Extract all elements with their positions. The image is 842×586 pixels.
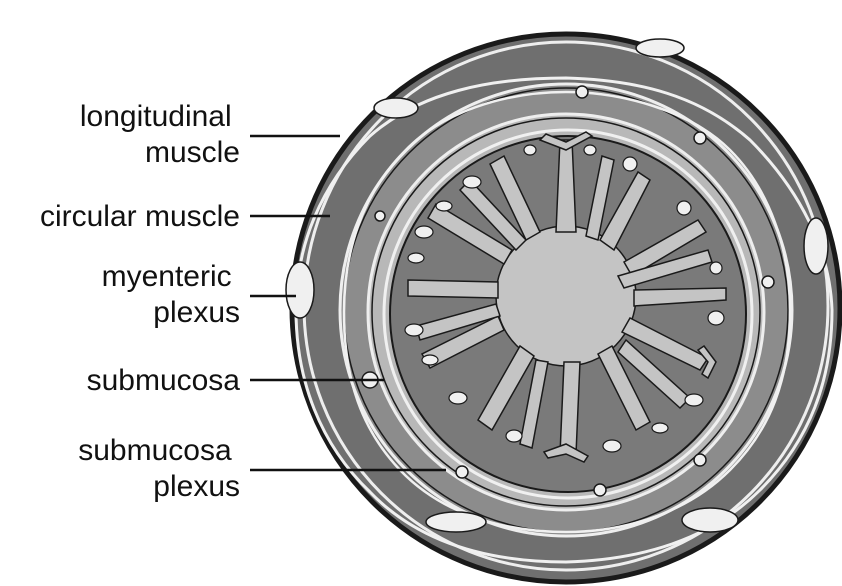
- crypt-13: [710, 262, 722, 274]
- crypt-8: [506, 430, 522, 442]
- villus-7: [560, 362, 580, 454]
- label-myenteric-plexus: myenteric plexus: [102, 260, 240, 329]
- label-submucosa-plexus: submucosa plexus: [78, 434, 240, 503]
- crypt-17: [524, 145, 536, 155]
- crypt-9: [603, 440, 621, 452]
- crypt-16: [584, 145, 596, 155]
- ganglion-14: [375, 211, 385, 221]
- ganglion-4: [804, 218, 828, 274]
- label-submucosa: submucosa: [87, 364, 241, 397]
- crypt-6: [422, 355, 438, 365]
- crypt-10: [652, 423, 668, 433]
- crypt-1: [463, 176, 481, 188]
- crypt-5: [405, 324, 423, 336]
- label-circular-muscle: circular muscle: [40, 200, 240, 233]
- crypt-4: [408, 253, 424, 263]
- ganglion-5: [426, 512, 486, 532]
- ganglion-11: [762, 276, 774, 288]
- label-circular-muscle-line1: circular muscle: [40, 200, 240, 233]
- ganglion-12: [694, 454, 706, 466]
- ganglion-1: [286, 262, 314, 318]
- crypt-2: [436, 201, 452, 211]
- label-longitudinal-muscle: longitudinal muscle: [80, 100, 240, 169]
- villus-1: [556, 140, 576, 232]
- ganglion-3: [636, 39, 684, 57]
- crypt-15: [623, 157, 637, 171]
- ganglion-8: [456, 466, 468, 478]
- label-longitudinal-muscle-line2: muscle: [145, 136, 240, 169]
- label-submucosa-plexus-line2: plexus: [153, 470, 240, 503]
- ganglion-13: [594, 484, 606, 496]
- label-myenteric-plexus-line1: myenteric: [102, 260, 232, 293]
- crypt-12: [708, 311, 724, 325]
- label-submucosa-line1: submucosa: [87, 364, 241, 397]
- label-longitudinal-muscle-line1: longitudinal: [80, 100, 232, 133]
- villus-10: [408, 280, 498, 298]
- crypt-14: [677, 201, 691, 215]
- label-submucosa-plexus-line1: submucosa: [78, 434, 232, 467]
- ganglion-6: [682, 508, 738, 532]
- ganglion-10: [694, 132, 706, 144]
- ganglion-2: [374, 98, 418, 118]
- crypt-3: [415, 226, 433, 238]
- ganglion-9: [576, 86, 588, 98]
- crypt-7: [449, 392, 467, 404]
- label-myenteric-plexus-line2: plexus: [153, 296, 240, 329]
- crypt-11: [685, 394, 703, 406]
